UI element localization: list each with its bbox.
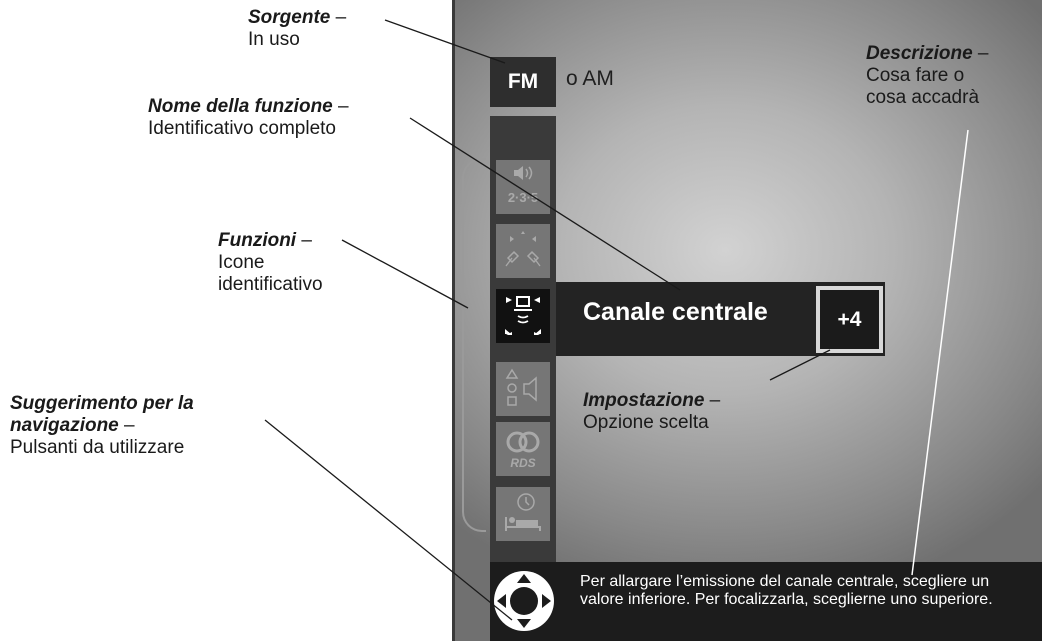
callout-navigation-text: Pulsanti da utilizzare	[10, 437, 185, 458]
center-channel-icon[interactable]	[496, 289, 550, 343]
setting-value-box[interactable]: +4	[816, 286, 883, 353]
callout-function-name-text: Identificativo completo	[148, 118, 336, 139]
rds-label: RDS	[510, 456, 535, 470]
callout-navigation-title1: Suggerimento per la	[10, 393, 194, 414]
source-indicator: FM	[490, 57, 556, 107]
callout-function-name-title: Nome della funzione	[148, 96, 333, 117]
callout-source: Sorgente – In uso	[248, 7, 346, 51]
callout-functions: Funzioni – Icone identificativo	[218, 230, 323, 296]
callout-setting: Impostazione – Opzione scelta	[583, 390, 720, 434]
callout-functions-title: Funzioni	[218, 230, 297, 251]
callout-function-name-dash: –	[332, 96, 349, 117]
callout-description-text1: Cosa fare o	[866, 65, 965, 86]
callout-description: Descrizione – Cosa fare o cosa accadrà	[866, 43, 989, 109]
callout-source-text: In uso	[248, 29, 300, 50]
callout-source-dash: –	[330, 7, 347, 28]
callout-setting-dash: –	[704, 390, 721, 411]
callout-functions-text1: Icone	[218, 252, 265, 273]
callout-navigation-title2: navigazione	[10, 415, 119, 436]
rds-icon[interactable]: RDS	[496, 422, 550, 476]
functions-bracket	[462, 158, 486, 532]
navigation-hint-text: Per allargare l’emissione del canale cen…	[580, 573, 993, 608]
function-name: Canale centrale	[583, 298, 768, 326]
setting-value: +4	[820, 290, 879, 349]
callout-description-text2: cosa accadrà	[866, 87, 980, 108]
sleep-timer-icon[interactable]	[496, 487, 550, 541]
callout-function-name: Nome della funzione – Identificativo com…	[148, 96, 349, 140]
callout-navigation: Suggerimento per la navigazione – Pulsan…	[10, 393, 194, 459]
source-label: FM	[507, 70, 539, 93]
callout-functions-text2: identificativo	[218, 274, 323, 295]
speaker-235-icon[interactable]: 2·3·5	[496, 160, 550, 214]
leader-functions	[341, 239, 469, 309]
callout-source-title: Sorgente	[248, 7, 331, 28]
navigation-bar	[490, 562, 1042, 641]
callout-description-dash: –	[972, 43, 989, 64]
speaker-235-label: 2·3·5	[508, 190, 538, 205]
callout-setting-text: Opzione scelta	[583, 412, 709, 433]
speaker-shapes-icon[interactable]	[496, 362, 550, 416]
callout-navigation-dash: –	[118, 415, 135, 436]
callout-description-title: Descrizione	[866, 43, 973, 64]
source-alternative: o AM	[566, 67, 614, 90]
surround-speakers-icon[interactable]	[496, 224, 550, 278]
dpad-icon[interactable]	[493, 566, 555, 636]
callout-functions-dash: –	[296, 230, 312, 251]
callout-setting-title: Impostazione	[583, 390, 705, 411]
